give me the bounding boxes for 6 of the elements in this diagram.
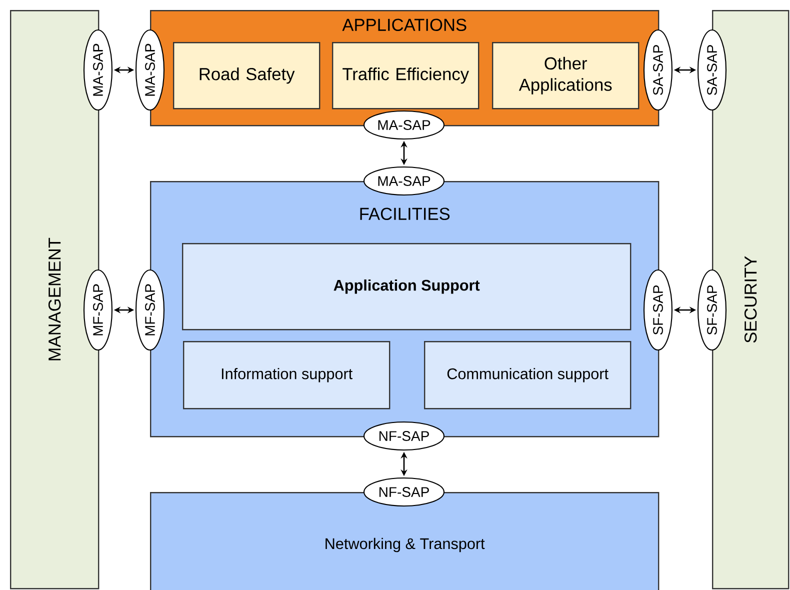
support-box: Application Support	[182, 243, 632, 330]
application-box: Traffic Efficiency	[332, 42, 480, 110]
application-box: Other Applications	[492, 42, 640, 110]
application-box: Road Safety	[173, 42, 320, 110]
support-box: Information support	[183, 341, 390, 410]
support-box: Communication support	[424, 341, 632, 410]
